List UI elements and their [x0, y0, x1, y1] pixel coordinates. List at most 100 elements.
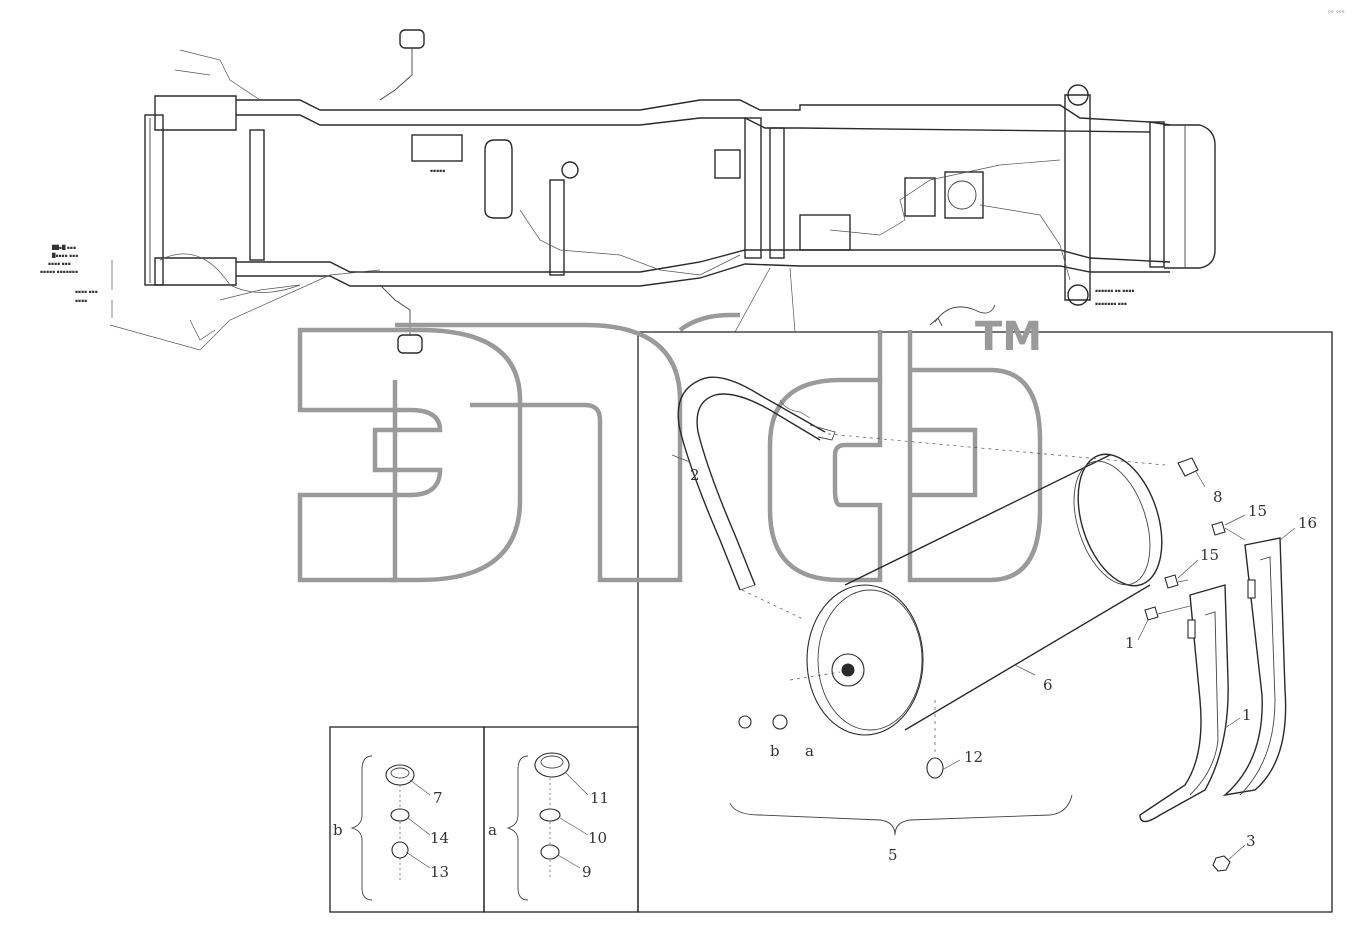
- leader-line-right: [789, 267, 796, 333]
- tank-drain-port-center: [841, 663, 855, 677]
- callout-b-kit: b: [333, 821, 343, 839]
- frame-rail-lower-inner: [236, 263, 1170, 287]
- tank-top-edge: [844, 454, 1111, 586]
- tank-strap-inner: [696, 393, 821, 586]
- chassis-labels: ██▪█ ▪▪▪ █▪▪▪▪ ▪▪▪ ▪▪▪▪ ▪▪▪ ▪▪▪▪▪ ▪▪▪▪▪▪…: [40, 169, 1134, 307]
- chassis-label: ▪▪▪▪▪: [430, 169, 445, 174]
- valve-block: [411, 134, 463, 162]
- callout-2: 2: [690, 466, 700, 484]
- frame-rail-upper-inner: [236, 114, 1151, 133]
- front-chamber-top: [399, 29, 425, 49]
- callout-14: 14: [430, 829, 449, 847]
- callout-numbers: 2 6 8 15 16 15 1 1 3 12 5 b a 7 14 13 b …: [333, 466, 1317, 881]
- callout-16: 16: [1298, 514, 1317, 532]
- tank-brackets: [1139, 521, 1287, 872]
- bolt-1: [1144, 606, 1159, 621]
- pressure-sensor: [561, 161, 579, 179]
- chassis-frame: [109, 29, 1216, 354]
- fitting-8: [1177, 457, 1199, 477]
- callout-11: 11: [590, 789, 609, 807]
- air-line-rear: [829, 159, 1061, 236]
- bumper-harness: [159, 253, 301, 293]
- corner-mark: ᵒᵒ ᵒᵒᵒ: [1328, 9, 1345, 17]
- callout-6: 6: [1043, 676, 1053, 694]
- tank-front-cap: [806, 584, 924, 736]
- tank-bottom-edge: [904, 584, 1151, 731]
- nut-9: [540, 844, 560, 860]
- front-crossmember-upper: [154, 95, 237, 131]
- callout-15-upper: 15: [1248, 502, 1267, 520]
- front-axle-beam: [249, 129, 265, 261]
- front-chamber-top-line: [379, 48, 413, 101]
- callout-9: 9: [582, 863, 592, 881]
- chassis-label: ▪▪▪▪: [75, 299, 87, 304]
- watermark-tm: TM: [975, 314, 1042, 360]
- air-line-loop: [484, 139, 513, 219]
- air-line-front-bottom: [109, 269, 381, 351]
- bracket-16: [1222, 537, 1287, 797]
- watermark-letter-c: [767, 377, 883, 583]
- frame-rail-lower: [236, 249, 1171, 273]
- air-line-rear-2: [979, 204, 1071, 281]
- chassis-label: ▪▪▪▪▪ ▪▪▪▪▪▪▪: [40, 270, 78, 275]
- rear-axle-housing: [1064, 94, 1091, 301]
- callout-1-lower: 1: [1242, 706, 1252, 724]
- air-tank-assembly: [677, 376, 1199, 779]
- callout-b-main: b: [770, 742, 780, 760]
- crossmember-1: [549, 179, 565, 276]
- fitting-12: [926, 757, 944, 779]
- callout-10: 10: [588, 829, 607, 847]
- crossmember-3: [769, 127, 785, 259]
- rear-valve: [904, 177, 936, 217]
- front-chamber-bottom: [397, 334, 423, 354]
- tank-bracket: [799, 214, 851, 251]
- plug-b: [738, 715, 752, 729]
- rear-end: [1164, 124, 1216, 269]
- rear-brake-chamber-ring: [947, 180, 977, 210]
- watermark-logo: TM: [297, 312, 1043, 583]
- crossmember-2: [744, 117, 762, 259]
- callout-8: 8: [1213, 488, 1223, 506]
- watermark-letter-p: [395, 322, 683, 583]
- leader-lines: [405, 454, 1296, 869]
- tank-front-cap-rim: [817, 589, 923, 731]
- relay-valve: [714, 149, 741, 179]
- nut-3: [1212, 855, 1231, 872]
- callout-a-kit: a: [488, 821, 497, 839]
- chassis-label: ▪▪▪▪ ▪▪▪: [75, 290, 98, 295]
- callout-12: 12: [964, 748, 983, 766]
- kit-a-parts: [506, 752, 570, 901]
- leader-line-left: [734, 267, 771, 333]
- rear-crossmember: [1149, 121, 1165, 268]
- air-line-mid: [519, 209, 741, 276]
- callout-13: 13: [430, 863, 449, 881]
- rotate-arrow-head: [929, 317, 943, 327]
- detail-box-a: [483, 726, 639, 913]
- watermark-letter-e: [297, 327, 523, 583]
- plug-a: [772, 714, 788, 730]
- detail-box-main: [637, 331, 1333, 913]
- bolt-15-lower: [1164, 574, 1179, 589]
- rear-brake-chamber: [944, 171, 984, 219]
- callout-1-upper: 1: [1125, 634, 1135, 652]
- fitting-11: [534, 752, 570, 778]
- rear-hub-top: [1067, 84, 1089, 106]
- rotate-arrow: [934, 304, 996, 323]
- callout-7: 7: [433, 789, 443, 807]
- chassis-label: ██▪█ ▪▪▪: [51, 244, 76, 251]
- callout-5: 5: [888, 846, 898, 864]
- chassis-label: ▪▪▪▪▪▪ ▪▪ ▪▪▪▪: [1095, 289, 1134, 294]
- chassis-label: ▪▪▪▪ ▪▪▪: [48, 262, 71, 267]
- tank-strap-outer: [677, 376, 826, 591]
- tank-rear-cap: [1077, 453, 1163, 587]
- bracket-1: [1139, 584, 1229, 823]
- washer-10: [539, 808, 561, 822]
- brace-a: [506, 755, 529, 901]
- group-bracket-5: [729, 794, 1073, 836]
- bracket-slot: [1247, 579, 1256, 599]
- front-chamber-bottom-line: [379, 284, 411, 335]
- callout-15-lower: 15: [1200, 546, 1219, 564]
- callout-a-main: a: [805, 742, 814, 760]
